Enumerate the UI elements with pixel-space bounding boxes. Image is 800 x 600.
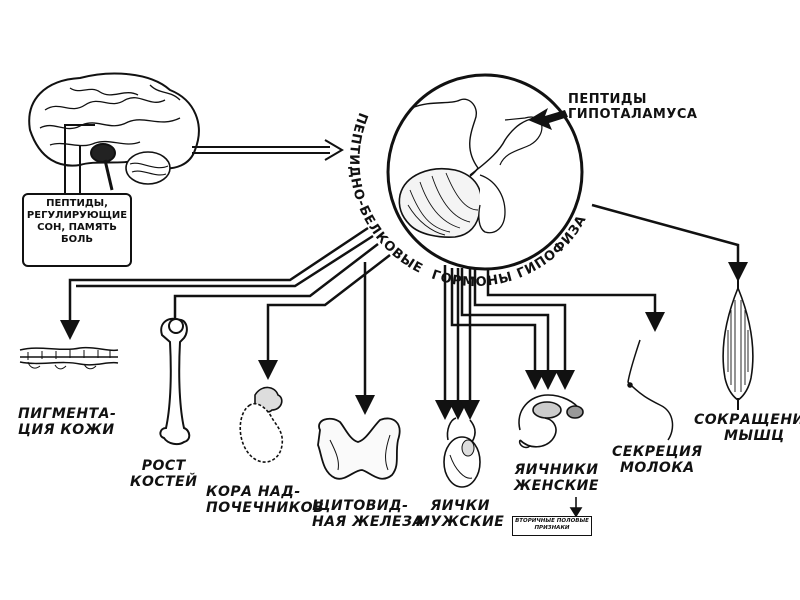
label-adrenal-line-1: КОРА НАД- [206, 484, 301, 500]
label-bone-line-1: РОСТ [141, 458, 186, 474]
hypothalamus-label: ПЕПТИДЫ ГИПОТАЛАМУСА [568, 92, 697, 122]
hypothalamus-arrow [528, 108, 568, 130]
label-muscle-contraction: СОКРАЩЕНИЕ МЫШЦ [694, 412, 800, 444]
hypothalamus-label-line-2: ГИПОТАЛАМУСА [568, 107, 698, 122]
hormone-arrows [60, 203, 748, 420]
label-skin-line-1: ПИГМЕНТА- [18, 406, 117, 422]
brain-box-line-4: БОЛЬ [60, 234, 94, 245]
label-testes-line-2: МУЖСКИЕ [416, 514, 505, 530]
label-bone-line-2: КОСТЕЙ [130, 474, 198, 490]
label-thyroid-line-1: ЩИТОВИД- [312, 498, 409, 514]
brain-box-line-2: РЕГУЛИРУЮЩИЕ [26, 210, 128, 221]
label-skin-pigmentation: ПИГМЕНТА- ЦИЯ КОЖИ [18, 406, 116, 438]
secondary-sex-traits-box: ВТОРИЧНЫЕ ПОЛОВЫЕ ПРИЗНАКИ [512, 516, 592, 536]
skin-drawing [19, 346, 119, 370]
label-milk-line-2: МОЛОКА [619, 460, 695, 476]
breast-drawing [627, 339, 674, 441]
label-ovaries-line-1: ЯИЧНИКИ [514, 462, 599, 478]
label-adrenal-line-2: ПОЧЕЧНИКОВ [206, 500, 325, 516]
label-milk-line-1: СЕКРЕЦИЯ [612, 444, 703, 460]
brain-drawing [28, 72, 200, 191]
adrenal-drawing [239, 386, 284, 463]
secondary-traits-line-1: ВТОРИЧНЫЕ ПОЛОВЫЕ [515, 518, 589, 524]
label-milk-secretion: СЕКРЕЦИЯ МОЛОКА [612, 444, 703, 476]
label-muscle-line-1: СОКРАЩЕНИЕ [694, 412, 800, 428]
testes-drawing [443, 417, 481, 488]
label-adrenal-cortex: КОРА НАД- ПОЧЕЧНИКОВ [206, 484, 324, 516]
secondary-traits-arrow [569, 497, 583, 518]
label-male-testes: ЯИЧКИ МУЖСКИЕ [416, 498, 504, 530]
brain-peptides-box: ПЕПТИДЫ, РЕГУЛИРУЮЩИЕ СОН, ПАМЯТЬ БОЛЬ [22, 193, 132, 267]
thyroid-drawing [317, 417, 401, 480]
muscle-drawing [722, 280, 754, 410]
label-muscle-line-2: МЫШЦ [724, 428, 785, 444]
label-ovaries-line-2: ЖЕНСКИЕ [514, 478, 599, 494]
brain-to-pituitary-arrow [192, 139, 344, 161]
label-thyroid-gland: ЩИТОВИД- НАЯ ЖЕЛЕЗА [312, 498, 424, 530]
brain-box-line-3: СОН, ПАМЯТЬ [37, 222, 117, 233]
label-bone-growth: РОСТ КОСТЕЙ [130, 458, 197, 490]
bone-drawing [159, 317, 191, 446]
label-female-ovaries: ЯИЧНИКИ ЖЕНСКИЕ [514, 462, 599, 494]
label-testes-line-1: ЯИЧКИ [430, 498, 490, 514]
brain-box-line-1: ПЕПТИДЫ, [46, 198, 108, 209]
pituitary-circle [386, 73, 584, 271]
ovaries-drawing [518, 394, 584, 449]
label-thyroid-line-2: НАЯ ЖЕЛЕЗА [312, 514, 424, 530]
label-skin-line-2: ЦИЯ КОЖИ [18, 422, 115, 438]
hypothalamus-label-line-1: ПЕПТИДЫ [568, 92, 647, 107]
secondary-traits-line-2: ПРИЗНАКИ [534, 525, 570, 531]
